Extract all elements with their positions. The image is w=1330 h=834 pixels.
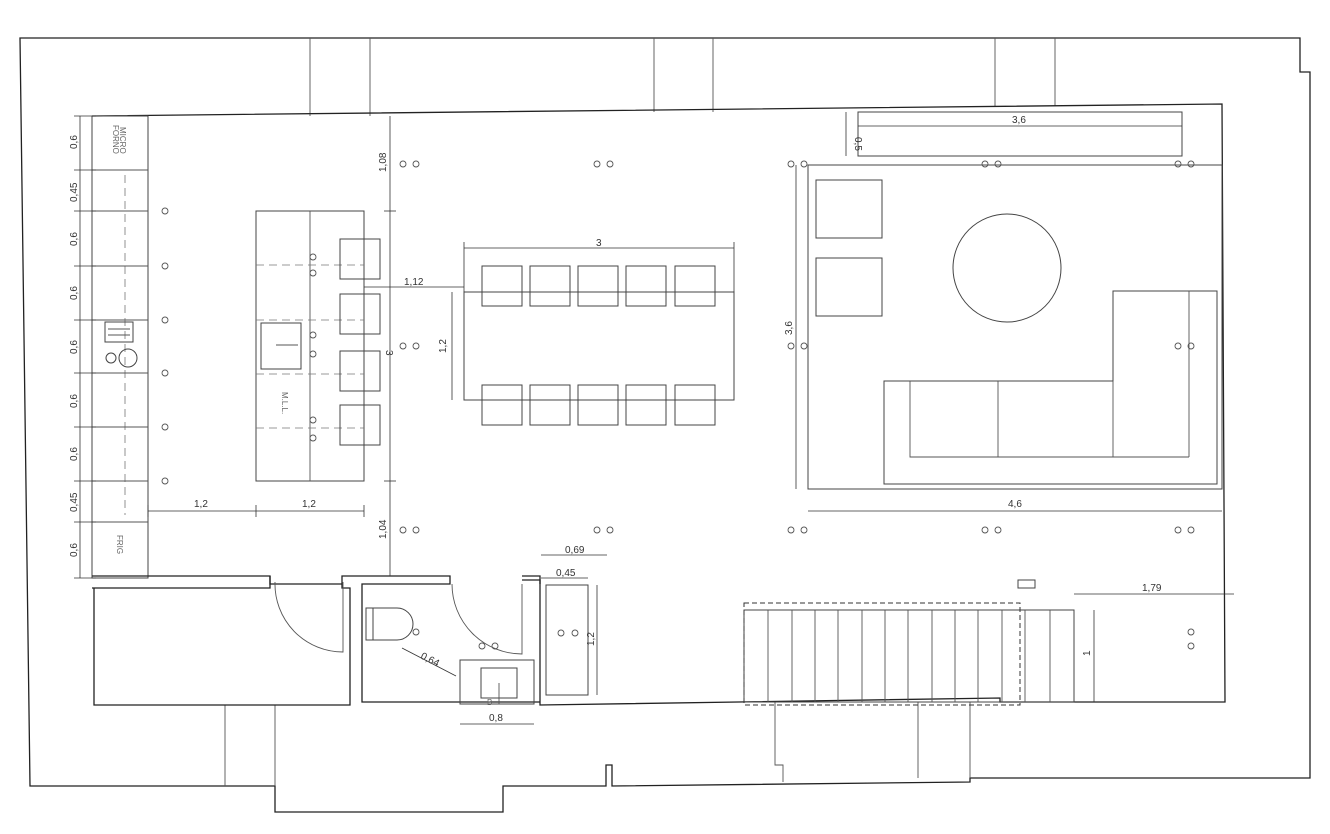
rug: [807, 164, 1223, 490]
dining-table: [463, 265, 735, 426]
light-spot: [593, 526, 601, 534]
light-spot: [412, 160, 420, 168]
light-spot: [981, 160, 989, 168]
light-spot: [787, 526, 795, 534]
light-spot: [309, 416, 317, 424]
light-spot: [994, 160, 1002, 168]
dim-sink-width: 0,8: [489, 713, 503, 724]
light-spot: [309, 253, 317, 261]
light-spot: [606, 526, 614, 534]
dim-stair-height: 1: [1082, 650, 1093, 656]
coffee-table: [952, 213, 1062, 323]
light-spot: [161, 423, 169, 431]
dim-counter-width: 1,2: [194, 499, 208, 510]
dim-kitchen-8: 0,45: [69, 492, 80, 512]
living-area: [807, 111, 1223, 490]
light-spot: [161, 369, 169, 377]
light-spot: [800, 526, 808, 534]
dim-kitchen-9: 0,6: [69, 543, 80, 557]
light-spot: [161, 262, 169, 270]
kitchen-island: M.L.L.: [255, 210, 381, 482]
dim-shower-outer: 0,69: [565, 545, 585, 556]
light-spot: [309, 434, 317, 442]
fridge-label: FRIG: [115, 535, 124, 554]
room-boundary: [91, 103, 1226, 706]
dim-bottom-clearance: 1,04: [378, 519, 389, 539]
light-spot: [571, 629, 579, 637]
dim-shelf-length: 3,6: [1012, 115, 1026, 126]
light-spot: [399, 526, 407, 534]
microwave-label: MICRO: [118, 127, 127, 154]
light-spot: [478, 642, 486, 650]
shelf: [857, 111, 1183, 157]
dim-kitchen-4: 0,6: [69, 286, 80, 300]
light-spot: [1187, 526, 1195, 534]
light-spot: [309, 269, 317, 277]
light-spot: [787, 160, 795, 168]
light-spot: [412, 342, 420, 350]
dim-kitchen-5: 0,6: [69, 340, 80, 354]
light-spot: [161, 477, 169, 485]
light-spot: [557, 629, 565, 637]
light-spot: [1187, 642, 1195, 650]
light-spot: [412, 628, 420, 636]
dim-kitchen-2: 0,45: [69, 182, 80, 202]
dimension-labels: 0,6 0,45 0,6 0,6 0,6 0,6 0,6 0,45 0,6 1,…: [69, 115, 1162, 724]
dim-kitchen-3: 0,6: [69, 232, 80, 246]
light-spot: [491, 642, 499, 650]
dim-kitchen-1: 0,6: [69, 135, 80, 149]
light-spot: [994, 526, 1002, 534]
dim-stair-width: 1,79: [1142, 583, 1162, 594]
dim-rug-height: 3,6: [784, 321, 795, 335]
dim-shower-inner: 0,45: [556, 568, 576, 579]
light-spot: [593, 160, 601, 168]
light-spot: [1174, 160, 1182, 168]
armchair: [815, 257, 883, 317]
armchair: [815, 179, 883, 239]
dimension-lines: [74, 112, 1234, 725]
dim-island-width: 1,2: [302, 499, 316, 510]
ceiling-lights: [161, 160, 1195, 650]
dim-rug-width: 4,6: [1008, 499, 1022, 510]
dim-kitchen-7: 0,6: [69, 447, 80, 461]
light-spot: [1187, 628, 1195, 636]
dim-shower-length: 1,2: [586, 632, 597, 646]
light-spot: [800, 160, 808, 168]
light-spot: [309, 350, 317, 358]
dim-kitchen-6: 0,6: [69, 394, 80, 408]
staircase: [743, 579, 1075, 706]
light-spot: [161, 207, 169, 215]
bathroom: B: [92, 575, 589, 707]
bidet-label: B: [487, 698, 492, 707]
dim-top-clearance: 1,08: [378, 152, 389, 172]
light-spot: [606, 160, 614, 168]
light-spot: [161, 316, 169, 324]
dim-table-width: 1,2: [438, 339, 449, 353]
outer-walls: [19, 37, 1311, 813]
sofa: [883, 290, 1218, 485]
dim-shelf-depth: 0,5: [852, 137, 863, 151]
light-spot: [1174, 342, 1182, 350]
light-spot: [399, 342, 407, 350]
dim-island-length: 3: [383, 350, 394, 356]
light-spot: [1187, 342, 1195, 350]
oven-label: FORNO: [111, 125, 120, 154]
dishwasher-label: M.L.L.: [280, 392, 289, 414]
dim-table-length: 3: [596, 238, 602, 249]
light-spot: [1187, 160, 1195, 168]
dim-island-gap: 1,12: [404, 277, 424, 288]
light-spot: [309, 331, 317, 339]
light-spot: [787, 342, 795, 350]
kitchen-counter: FORNO MICRO FRIG: [91, 115, 149, 579]
light-spot: [412, 526, 420, 534]
light-spot: [981, 526, 989, 534]
light-spot: [800, 342, 808, 350]
light-spot: [1174, 526, 1182, 534]
light-spot: [399, 160, 407, 168]
